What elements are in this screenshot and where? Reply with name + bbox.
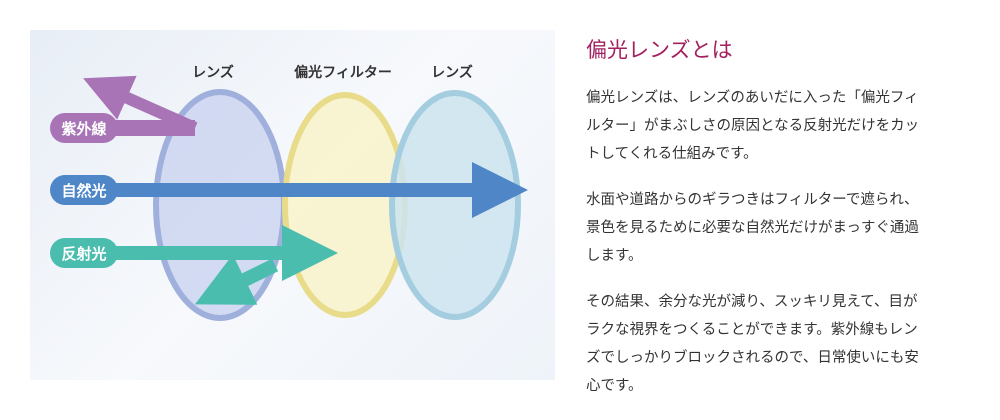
line: 水面や道路からのギラつきはフィルターで遮られ、 <box>586 192 919 208</box>
paragraph-3: その結果、余分な光が減り、スッキリ見えて、目が ラクな視界をつくることができます… <box>586 288 986 400</box>
diagram-graphic <box>83 75 528 321</box>
line: ルター」がまぶしさの原因となる反射光だけをカッ <box>586 118 920 134</box>
article: 偏光レンズとは 偏光レンズは、レンズのあいだに入った「偏光フィ ルター」がまぶし… <box>586 34 986 418</box>
pill-uv: 紫外線 <box>50 113 118 143</box>
line: その結果、余分な光が減り、スッキリ見えて、目が <box>586 294 918 310</box>
label-lens-left: レンズ <box>192 65 234 81</box>
polarizing-filter <box>282 92 408 318</box>
line: します。 <box>586 248 643 264</box>
line: トしてくれる仕組みです。 <box>586 146 758 162</box>
pill-reflected-light: 反射光 <box>50 238 118 268</box>
paragraph-1: 偏光レンズは、レンズのあいだに入った「偏光フィ ルター」がまぶしさの原因となる反… <box>586 84 986 168</box>
paragraph-2: 水面や道路からのギラつきはフィルターで遮られ、 景色を見るために必要な自然光だけ… <box>586 186 986 270</box>
line: 心です。 <box>586 378 643 394</box>
line: 景色を見るために必要な自然光だけがまっすぐ通過 <box>586 220 919 236</box>
line: ズでしっかりブロックされるので、日常使いにも安 <box>586 350 919 366</box>
line: 偏光レンズは、レンズのあいだに入った「偏光フィ <box>586 90 919 106</box>
pill-natural-light: 自然光 <box>50 175 118 205</box>
polarized-lens-diagram: レンズ 偏光フィルター レンズ 紫外線 自然光 反射光 <box>30 30 555 380</box>
article-title: 偏光レンズとは <box>586 38 733 62</box>
reflected-arrow-bounce <box>194 254 279 305</box>
lens-right <box>389 90 521 320</box>
label-filter: 偏光フィルター <box>294 65 392 81</box>
uv-arrow-reflected <box>83 75 198 134</box>
line: ラクな視界をつくることができます。紫外線もレン <box>586 322 918 338</box>
label-lens-right: レンズ <box>431 65 473 81</box>
